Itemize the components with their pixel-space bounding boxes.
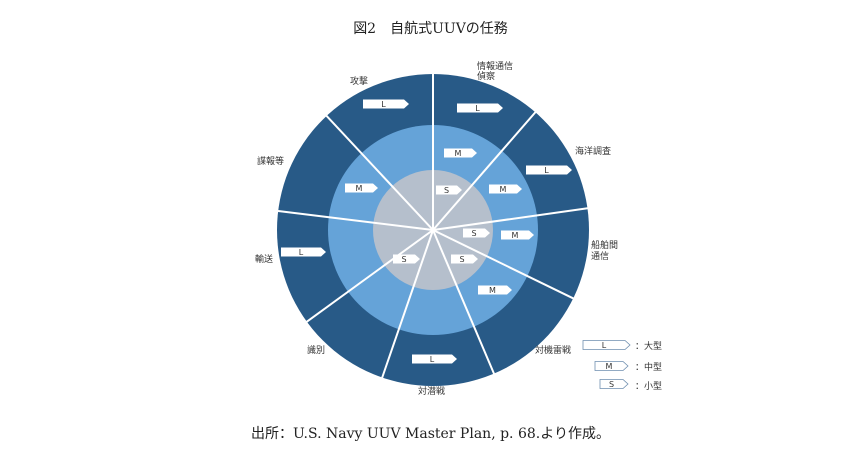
label-mcm: 対機雷戦 xyxy=(535,344,571,356)
size-badge-M: M xyxy=(501,230,534,240)
badge-letter: S xyxy=(459,255,464,264)
badge-letter: S xyxy=(444,186,449,195)
sector-divider xyxy=(432,229,575,300)
label-strike: 攻撃 xyxy=(350,75,368,87)
size-badge-L: L xyxy=(526,165,572,175)
badge-letter: M xyxy=(500,185,507,194)
source-caption: 出所：U.S. Navy UUV Master Plan, p. 68.より作成… xyxy=(251,426,610,442)
sector-divider xyxy=(277,209,434,231)
legend-size-badge-L: L xyxy=(582,340,631,350)
sector-divider xyxy=(432,229,496,375)
badge-letter: M xyxy=(512,231,519,240)
badge-letter: L xyxy=(299,248,304,257)
sector-divider xyxy=(432,110,537,231)
label-intel-line1: 情報通信 xyxy=(477,60,513,72)
label-ocean-survey: 海洋調査 xyxy=(575,145,611,157)
sector-divider xyxy=(325,114,434,231)
badge-letter: M xyxy=(356,184,363,193)
sector-divider xyxy=(380,229,434,379)
label-comm-line2: 通信 xyxy=(591,250,609,262)
figure-title: 図2 自航式UUVの任務 xyxy=(353,21,508,37)
sector-divider xyxy=(432,207,589,231)
size-badge-L: L xyxy=(363,99,409,109)
legend-size-badge-M: M xyxy=(594,361,629,371)
label-intel-line2: 偵察 xyxy=(477,70,495,82)
badge-letter: S xyxy=(471,229,476,238)
badge-letter: M xyxy=(606,362,613,371)
size-badge-L: L xyxy=(412,354,457,364)
size-badge-M: M xyxy=(345,183,378,193)
size-badge-S: S xyxy=(463,228,490,238)
legend-medium-label: ：中型 xyxy=(635,361,662,373)
badge-letter: L xyxy=(544,166,549,175)
legend-small-label: ：小型 xyxy=(635,381,662,392)
badge-letter: S xyxy=(609,380,614,389)
size-badge-M: M xyxy=(444,148,477,158)
label-identification: 識別 xyxy=(307,344,325,356)
size-badge-S: S xyxy=(451,254,478,264)
size-badge-L: L xyxy=(281,247,326,257)
legend-size-badge-S: S xyxy=(599,379,629,389)
size-badge-M: M xyxy=(478,285,512,295)
badge-letter: L xyxy=(381,100,386,109)
badge-letter: S xyxy=(401,255,406,264)
label-transport: 輸送 xyxy=(255,253,273,265)
badge-letter: M xyxy=(455,149,462,158)
size-badge-S: S xyxy=(436,185,462,195)
size-badge-L: L xyxy=(457,103,503,113)
size-badge-M: M xyxy=(489,184,522,194)
size-badge-S: S xyxy=(393,254,420,264)
legend-large-label: ：大型 xyxy=(635,340,662,352)
badge-letter: M xyxy=(489,286,496,295)
badge-letter: L xyxy=(475,104,480,113)
sector-divider xyxy=(305,229,434,324)
badge-letter: L xyxy=(430,355,435,364)
label-comm-line1: 船舶間 xyxy=(591,239,618,251)
label-asw: 対潜戦 xyxy=(418,385,445,397)
badge-letter: L xyxy=(602,341,607,350)
label-espionage: 諜報等 xyxy=(257,155,284,167)
